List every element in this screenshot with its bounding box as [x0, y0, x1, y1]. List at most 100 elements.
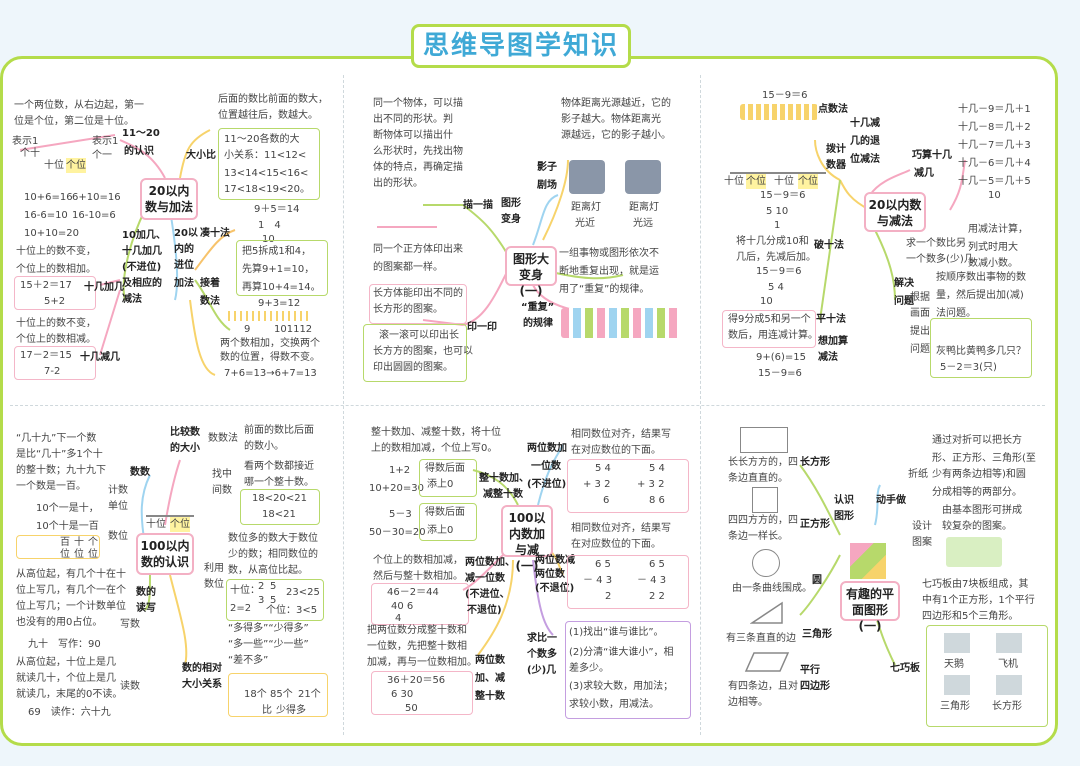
label: 一位数: [531, 461, 561, 472]
text: 相同数位对齐，结果写: [571, 429, 671, 440]
label: 的大小: [170, 443, 200, 454]
text: 10+20=30: [369, 483, 424, 494]
box: [371, 583, 469, 625]
label: 印一印: [467, 322, 497, 333]
text: 列式时用大: [968, 242, 1018, 253]
text: 通过对折可以把长方: [932, 435, 1022, 446]
label: 两位数: [475, 655, 505, 666]
text: 十位：: [230, 585, 260, 596]
text: 9＋5＝14: [254, 204, 300, 215]
label: 几的退: [850, 136, 880, 147]
text: 形、正方形、三角形(至: [932, 453, 1036, 464]
box: [371, 671, 473, 715]
box: [419, 459, 477, 497]
text: 1+2: [389, 465, 411, 476]
text: 一组事物或图形依次不: [559, 248, 659, 259]
text: 前面的数比后面: [244, 425, 314, 436]
label: 不退位): [467, 605, 502, 616]
text: 10个一是十，: [36, 503, 99, 514]
text: (2)分清“谁大谁小”，相: [569, 647, 674, 658]
label: (不进位): [527, 479, 567, 490]
text: 十位: [44, 160, 64, 171]
label: 数的相对: [182, 663, 222, 674]
text: 40 6: [391, 601, 414, 612]
text: 断地重复出现，就是运: [559, 266, 659, 277]
triangle-shape: [750, 601, 783, 624]
box: [218, 128, 320, 200]
text: 同一个物体，可以描: [373, 98, 463, 109]
square-shape: [752, 487, 778, 513]
text: + 3 2: [637, 479, 665, 490]
text: 后面的数比前面的数大，: [218, 94, 328, 105]
text: 个位：3<5: [266, 605, 318, 616]
text: 天鹅: [944, 659, 964, 670]
text: 位是个位，第二位是十位。: [14, 116, 134, 127]
label: 图形: [501, 198, 521, 209]
label: (不进位、: [465, 589, 510, 600]
label: 减几: [914, 168, 934, 179]
text: 条边直直的。: [728, 473, 788, 484]
dot-row: [740, 104, 818, 120]
label: 长方形: [800, 457, 830, 468]
text: 数位: [204, 579, 224, 590]
text: 间数: [212, 485, 232, 496]
text: 就读几十，个位上是几: [16, 673, 116, 684]
box: [930, 318, 1032, 378]
text: 问题: [910, 344, 930, 355]
rectangle-shape: [740, 427, 788, 453]
text: 69 读作：六十九: [28, 707, 111, 718]
pattern-row: [561, 308, 681, 338]
text: 边相等。: [728, 697, 768, 708]
text: 也没有的用0占位。: [16, 617, 103, 628]
text: 得数后面: [425, 463, 465, 474]
label: 减法: [818, 352, 838, 363]
label: 圆: [812, 575, 822, 586]
label: 十几加几: [84, 282, 124, 293]
label: 凑十法: [200, 228, 230, 239]
label: 影子: [537, 162, 557, 173]
text: 8 6: [649, 495, 665, 506]
text: 源越远，它的影子越小。: [561, 130, 671, 141]
text: 10: [988, 190, 1001, 201]
text: 一个数是一百。: [16, 481, 86, 492]
text: 先算9+1=10，: [242, 264, 315, 275]
label: 内的: [174, 244, 194, 255]
text: 光近: [575, 218, 595, 229]
text: 滚一滚可以印出长: [379, 330, 459, 341]
text: 把5拆成1和4，: [242, 246, 312, 257]
box: [722, 310, 816, 348]
box: [369, 284, 467, 324]
text: 5: [270, 595, 277, 606]
text: 三角形: [940, 701, 970, 712]
label: 位减法: [850, 154, 880, 165]
abacus-illustration: [146, 493, 194, 517]
center-node: 有趣的平面图形(一): [840, 581, 900, 633]
text: 在对应数位的下面。: [571, 539, 661, 550]
text: 用减法计算，: [968, 224, 1028, 235]
text: 9: [244, 324, 251, 335]
text: 少的数；相同数位的: [228, 549, 318, 560]
plane-tangram: [996, 633, 1022, 653]
panel-20-add: 一个两位数，从右边起，第一 位是个位，第二位是十位。 表示1 个十 表示1 个一…: [0, 0, 343, 405]
label: 两位数: [535, 569, 565, 580]
box: [419, 503, 477, 541]
text: 50: [405, 703, 418, 714]
text: 按顺序数出事物的数: [936, 272, 1026, 283]
text: 位上写几，有几个一在个: [16, 585, 126, 596]
center-node: 100以内数的认识: [136, 533, 194, 575]
panel-100-recognize: “几十九”下一个数 是比“几十”多1个十 的整十数；九十九下 一个数是一百。 数…: [0, 405, 343, 746]
text: 5－3: [389, 509, 412, 520]
text: 印出圆圆的图案。: [373, 362, 453, 373]
text: 十: [74, 537, 84, 548]
text: 5 4: [768, 282, 784, 293]
text: 得9分成5和另一个: [728, 314, 811, 325]
text: 7+6=13→6+7=13: [224, 368, 317, 379]
label: 大小比: [186, 150, 216, 161]
text: 添上0: [427, 479, 454, 490]
box: [236, 240, 328, 296]
text: 体的特点，再确定描: [373, 162, 463, 173]
text: 15－9=6: [758, 368, 802, 379]
pattern-illustration: [946, 537, 1002, 567]
text: 将十几分成10和: [736, 236, 809, 247]
label: (不进位): [122, 262, 162, 273]
